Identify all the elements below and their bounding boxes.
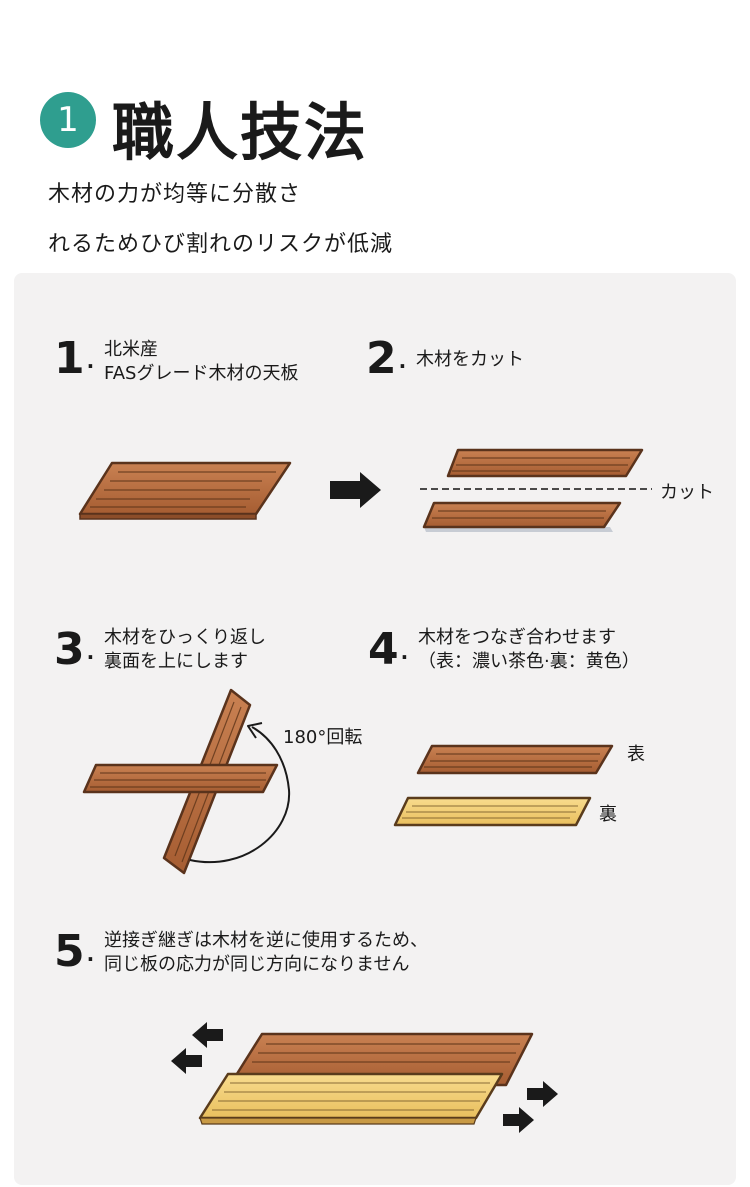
step-5-text: 逆接ぎ継ぎは木材を逆に使用するため、同じ板の応力が同じ方向になりません (104, 930, 428, 975)
step-3-number: 3· (54, 624, 95, 675)
step-3-horizontal-board (82, 763, 279, 794)
step-3-text: 木材をひっくり返し裏面を上にします (104, 627, 266, 672)
step-4-front-board (416, 744, 614, 775)
cut-label: カット (660, 482, 714, 503)
badge-number: 1 (57, 100, 79, 140)
arrow-right-icon (330, 472, 381, 508)
rotate-arrow-icon (189, 722, 291, 864)
step-5-light-board (198, 1072, 504, 1125)
arrow-right-icon (503, 1107, 534, 1133)
step-5-number: 5· (54, 926, 95, 977)
step-4-number: 4· (368, 624, 409, 675)
rotate-label: 180°回転 (283, 727, 363, 748)
step-badge: 1 (40, 92, 96, 148)
step-4-text: 木材をつなぎ合わせます（表：濃い茶色·裏：黄色） (418, 627, 640, 672)
back-label: 裏 (599, 804, 617, 825)
arrow-left-icon (192, 1022, 223, 1048)
step-1-number: 1· (54, 333, 95, 384)
step-4-back-board (393, 796, 592, 827)
step-2-text: 木材をカット (416, 349, 524, 370)
step-2-top-board (446, 448, 644, 478)
arrow-left-icon (171, 1048, 202, 1074)
step-2-bottom-board (422, 501, 622, 532)
step-5-dark-board (228, 1032, 534, 1087)
step-2-number: 2· (366, 333, 407, 384)
subtitle-line-2: れるためひび割れのリスクが低減 (48, 232, 394, 257)
page-title: 職人技法 (112, 96, 369, 169)
front-label: 表 (627, 744, 645, 765)
subtitle-line-1: 木材の力が均等に分散さ (48, 182, 302, 207)
step-1-board (78, 461, 292, 520)
arrow-right-icon (527, 1081, 558, 1107)
